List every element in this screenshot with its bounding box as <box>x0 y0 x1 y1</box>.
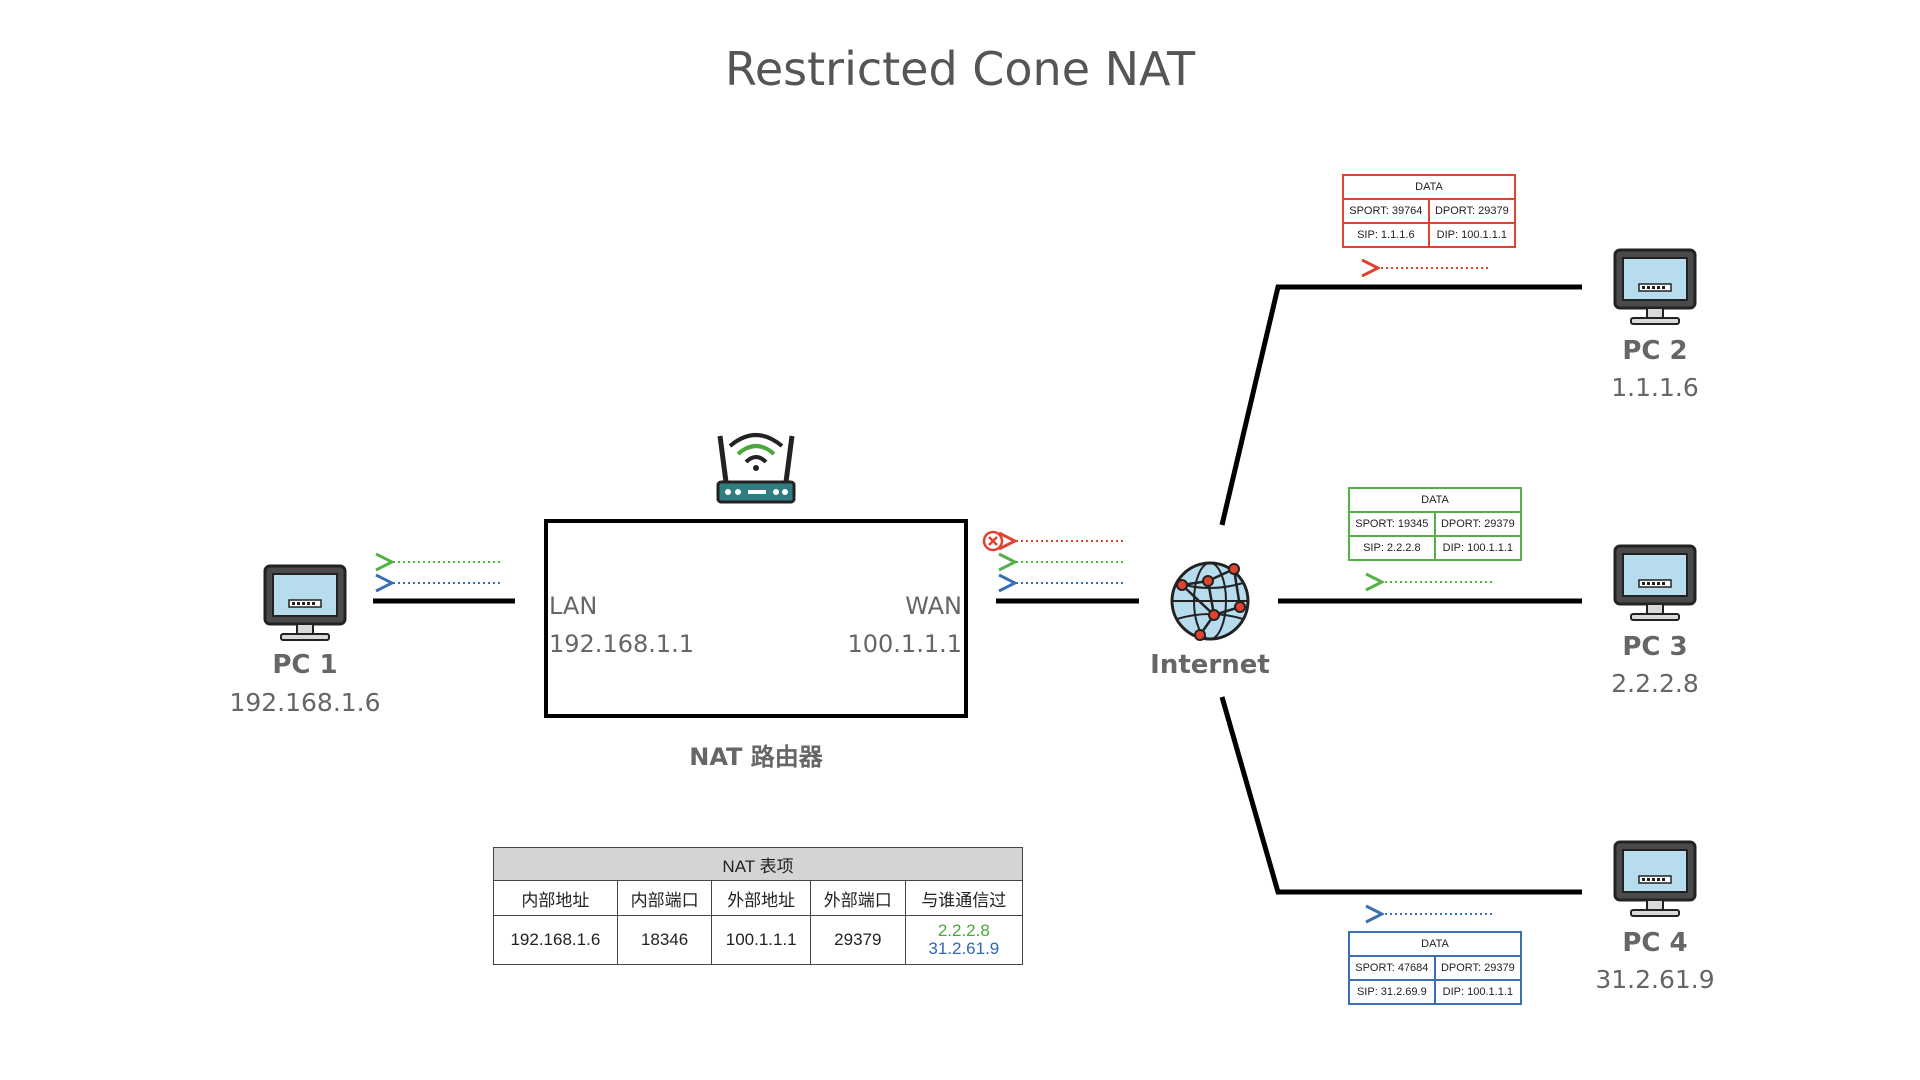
wifi-router-icon <box>716 433 796 504</box>
pc4-ip: 31.2.61.9 <box>1595 965 1715 994</box>
pc3-monitor-icon <box>1613 544 1697 622</box>
packet-sport: SPORT: 19345 <box>1348 511 1436 537</box>
packet-header: DATA <box>1342 174 1516 200</box>
packet-dip: DIP: 100.1.1.1 <box>1433 979 1523 1005</box>
packet-dport: DPORT: 29379 <box>1433 511 1523 537</box>
nat-col-peers: 与谁通信过 <box>904 880 1024 916</box>
pc3-name: PC 3 <box>1622 632 1688 662</box>
nat-col-internal-addr: 内部地址 <box>493 880 618 916</box>
nat-col-external-port: 外部端口 <box>809 880 906 916</box>
table-row: 192.168.1.6 18346 100.1.1.1 29379 2.2.2.… <box>493 915 1024 965</box>
nat-peer-green: 2.2.2.8 <box>937 921 990 940</box>
pc2-monitor-icon <box>1613 248 1697 326</box>
packet-sport: SPORT: 39764 <box>1342 198 1430 224</box>
wan-label: WAN <box>905 592 962 620</box>
blocked-x-icon <box>982 530 1004 552</box>
packet-header: DATA <box>1348 487 1522 513</box>
nat-peers: 2.2.2.8 31.2.61.9 <box>904 915 1024 965</box>
packet-header: DATA <box>1348 931 1522 957</box>
pc2-link <box>1219 284 1582 526</box>
nat-peer-blue: 31.2.61.9 <box>928 939 1000 958</box>
pc1-monitor-icon <box>263 564 347 642</box>
pc2-name: PC 2 <box>1622 336 1688 366</box>
wan-ip: 100.1.1.1 <box>847 630 962 658</box>
pc2-ip: 1.1.1.6 <box>1611 373 1699 402</box>
lan-ip: 192.168.1.1 <box>549 630 695 658</box>
packet-sip: SIP: 31.2.69.9 <box>1348 979 1436 1005</box>
router-caption: NAT 路由器 <box>689 743 823 771</box>
page-title: Restricted Cone NAT <box>724 42 1196 96</box>
packet-dip: DIP: 100.1.1.1 <box>1427 222 1517 248</box>
internet-label: Internet <box>1150 650 1270 680</box>
pc3-ip: 2.2.2.8 <box>1611 669 1699 698</box>
nat-table: NAT 表项 内部地址 内部端口 外部地址 外部端口 与谁通信过 192.168… <box>493 847 1024 965</box>
packet-sip: SIP: 1.1.1.6 <box>1342 222 1430 248</box>
nat-router-box <box>544 519 968 718</box>
nat-col-internal-port: 内部端口 <box>616 880 713 916</box>
pc4-monitor-icon <box>1613 840 1697 918</box>
pc1-ip: 192.168.1.6 <box>229 688 381 717</box>
packet-dip: DIP: 100.1.1.1 <box>1433 535 1523 561</box>
pc4-name: PC 4 <box>1622 928 1688 958</box>
pc1-name: PC 1 <box>272 650 338 680</box>
packet-sip: SIP: 2.2.2.8 <box>1348 535 1436 561</box>
lan-label: LAN <box>549 592 598 620</box>
packet-dport: DPORT: 29379 <box>1427 198 1517 224</box>
nat-external-port: 29379 <box>809 915 906 965</box>
packet-sport: SPORT: 47684 <box>1348 955 1436 981</box>
nat-external-addr: 100.1.1.1 <box>711 915 811 965</box>
nat-internal-port: 18346 <box>616 915 713 965</box>
pc4-link <box>1219 696 1582 895</box>
nat-table-title: NAT 表项 <box>493 847 1023 881</box>
packet-dport: DPORT: 29379 <box>1433 955 1523 981</box>
nat-internal-addr: 192.168.1.6 <box>493 915 618 965</box>
nat-col-external-addr: 外部地址 <box>711 880 811 916</box>
globe-network-icon <box>1170 561 1250 641</box>
